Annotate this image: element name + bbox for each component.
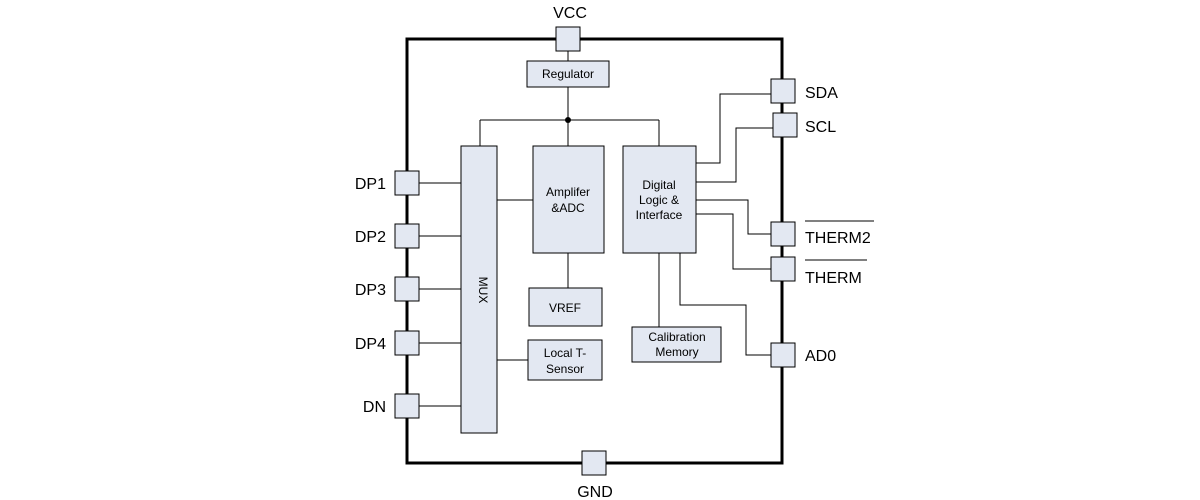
- digital-logic-block: [622, 145, 697, 254]
- pin-scl: [772, 112, 798, 138]
- pin-ad0: [770, 342, 796, 368]
- regulator-label: Regulator: [542, 67, 594, 81]
- mux-label: MUX: [476, 277, 490, 304]
- dp1-label: DP1: [355, 176, 386, 193]
- pin-sda: [770, 78, 796, 104]
- junction-dot: [565, 117, 571, 123]
- digital-logic-label-line1: Digital: [642, 178, 675, 192]
- amplifier-label-line1: Amplifer: [546, 185, 590, 199]
- sda-label: SDA: [805, 85, 838, 102]
- pin-dp4: [394, 330, 420, 356]
- dp2-label: DP2: [355, 229, 386, 246]
- pin-therm2: [770, 221, 796, 247]
- therm-label: THERM: [805, 270, 862, 287]
- pin-dp3: [394, 276, 420, 302]
- pin-dp2: [394, 223, 420, 249]
- dp3-label: DP3: [355, 282, 386, 299]
- local-sensor-block: [527, 339, 603, 381]
- wires: [419, 51, 773, 407]
- therm2-label: THERM2: [805, 230, 871, 247]
- ad0-label: AD0: [805, 348, 836, 365]
- gnd-label: GND: [577, 484, 613, 500]
- digital-logic-label-line2: Logic &: [639, 193, 679, 207]
- local-sensor-label-line2: Sensor: [546, 362, 584, 376]
- vref-label: VREF: [549, 301, 581, 315]
- vref-block: [528, 287, 603, 327]
- calibration-memory-block: [631, 326, 722, 363]
- local-sensor-label-line1: Local T-: [544, 346, 586, 360]
- dp4-label: DP4: [355, 336, 386, 353]
- vcc-label: VCC: [553, 5, 587, 22]
- pin-gnd: [581, 450, 607, 476]
- amplifier-label-line2: &ADC: [551, 201, 585, 215]
- dn-label: DN: [363, 399, 386, 416]
- pin-vcc: [555, 26, 581, 52]
- calibration-label-line1: Calibration: [648, 330, 705, 344]
- digital-logic-label-line3: Interface: [636, 208, 683, 222]
- pin-dp1: [394, 170, 420, 196]
- calibration-label-line2: Memory: [655, 345, 698, 359]
- pin-therm: [770, 256, 796, 282]
- mux-block: [460, 145, 498, 434]
- amplifier-adc-block: [532, 145, 605, 254]
- scl-label: SCL: [805, 119, 836, 136]
- pin-dn: [394, 393, 420, 419]
- regulator-block: [526, 60, 610, 88]
